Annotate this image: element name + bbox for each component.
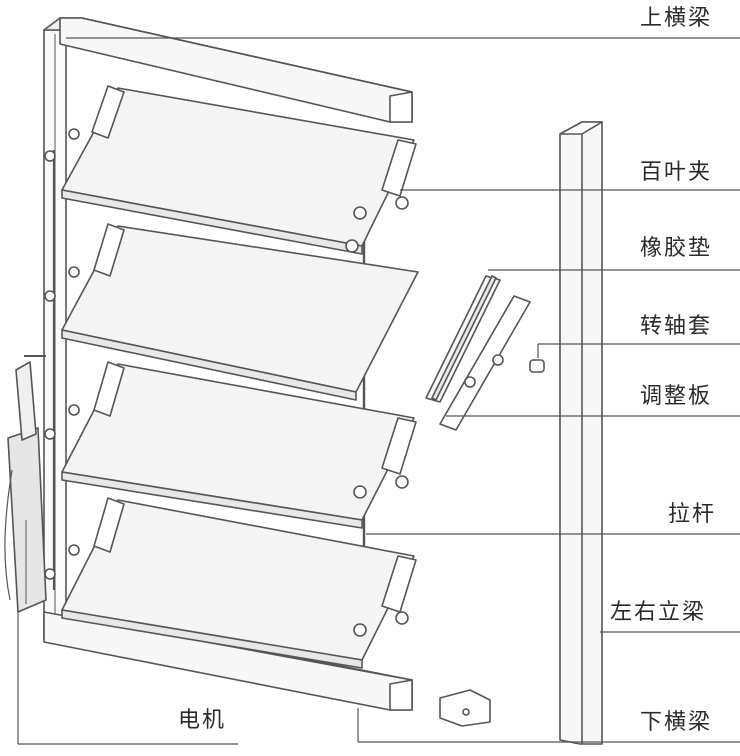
label-pull-rod: 拉杆 (668, 502, 717, 527)
adjust-plate-part (439, 295, 531, 431)
label-top-beam: 上横梁 (640, 6, 713, 31)
label-motor: 电机 (178, 708, 227, 733)
motor (4, 355, 47, 613)
louver-blade (44, 85, 417, 255)
right-frame-post (559, 121, 603, 745)
louver-blade (44, 223, 419, 401)
label-louver-clip: 百叶夹 (640, 160, 713, 185)
label-side-post: 左右立梁 (610, 600, 707, 625)
louver-blade (44, 361, 417, 529)
label-adjust-plate: 调整板 (640, 384, 713, 409)
label-rubber-pad: 橡胶垫 (640, 236, 713, 261)
bracket-part (439, 689, 491, 727)
leader-lines (17, 37, 740, 745)
label-bottom-beam: 下横梁 (640, 710, 713, 735)
louver-blade (44, 497, 417, 669)
top-beam (59, 17, 413, 123)
pivot-sleeve-part (529, 359, 545, 373)
label-pivot-sleeve: 转轴套 (640, 314, 713, 339)
rubber-pad-part (425, 275, 501, 403)
